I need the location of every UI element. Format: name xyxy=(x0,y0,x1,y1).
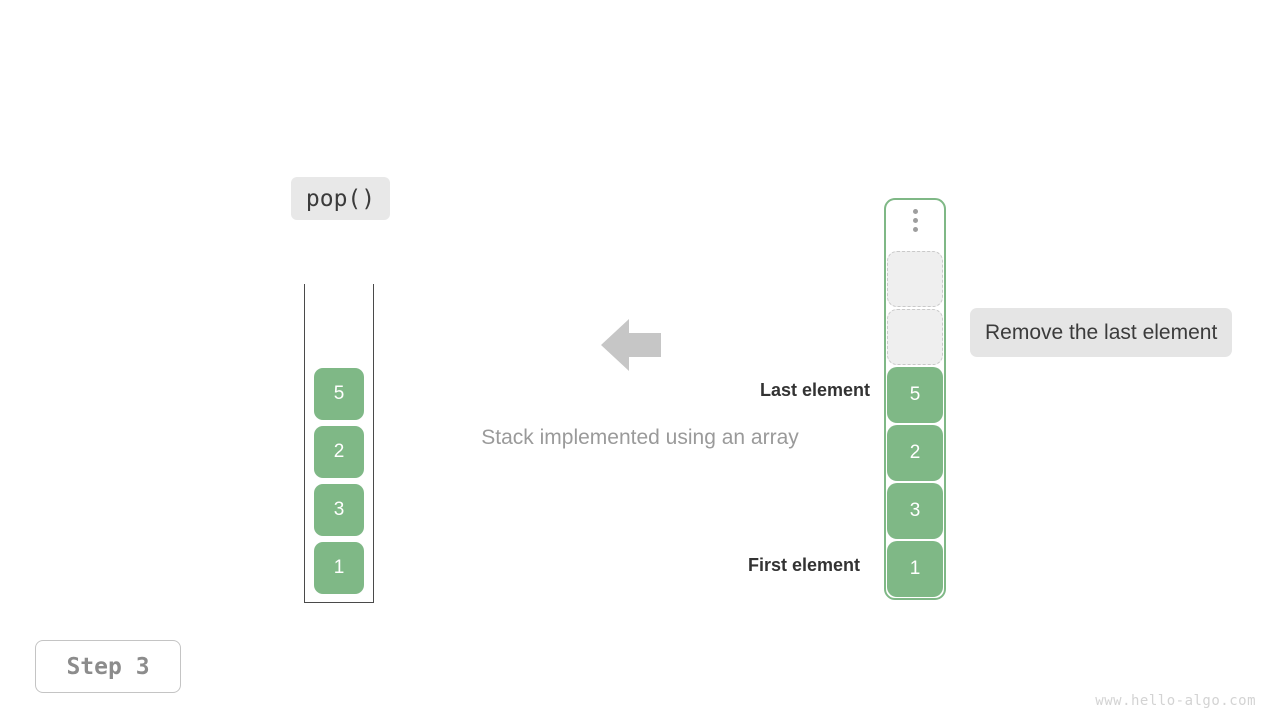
array-cell: 1 xyxy=(887,541,943,597)
arrow-left-icon xyxy=(601,316,661,374)
array-cell-list: 5 2 3 1 xyxy=(887,251,943,597)
array-cell: 2 xyxy=(887,425,943,481)
annotation-first-element: First element xyxy=(747,555,860,575)
stack-cell: 5 xyxy=(314,368,364,420)
array-container: 5 2 3 1 xyxy=(884,198,946,600)
array-empty-slot xyxy=(887,309,943,365)
array-cell: 5 xyxy=(887,367,943,423)
note-remove-last-element: Remove the last element xyxy=(970,308,1233,357)
annotation-last-element: Last element xyxy=(759,380,870,400)
diagram-caption: Stack implemented using an array xyxy=(481,426,799,449)
vertical-ellipsis-icon xyxy=(884,209,946,232)
watermark: www.hello-algo.com xyxy=(1095,693,1256,709)
array-empty-slot xyxy=(887,251,943,307)
stack-cell: 2 xyxy=(314,426,364,478)
operation-label: pop() xyxy=(291,177,390,220)
stack-cell: 3 xyxy=(314,484,364,536)
array-cell: 3 xyxy=(887,483,943,539)
stack-cell-list: 5 2 3 1 xyxy=(314,368,364,594)
stack-container: 5 2 3 1 xyxy=(304,284,374,603)
stack-frame xyxy=(304,284,374,603)
stack-cell: 1 xyxy=(314,542,364,594)
step-badge: Step 3 xyxy=(35,640,181,693)
